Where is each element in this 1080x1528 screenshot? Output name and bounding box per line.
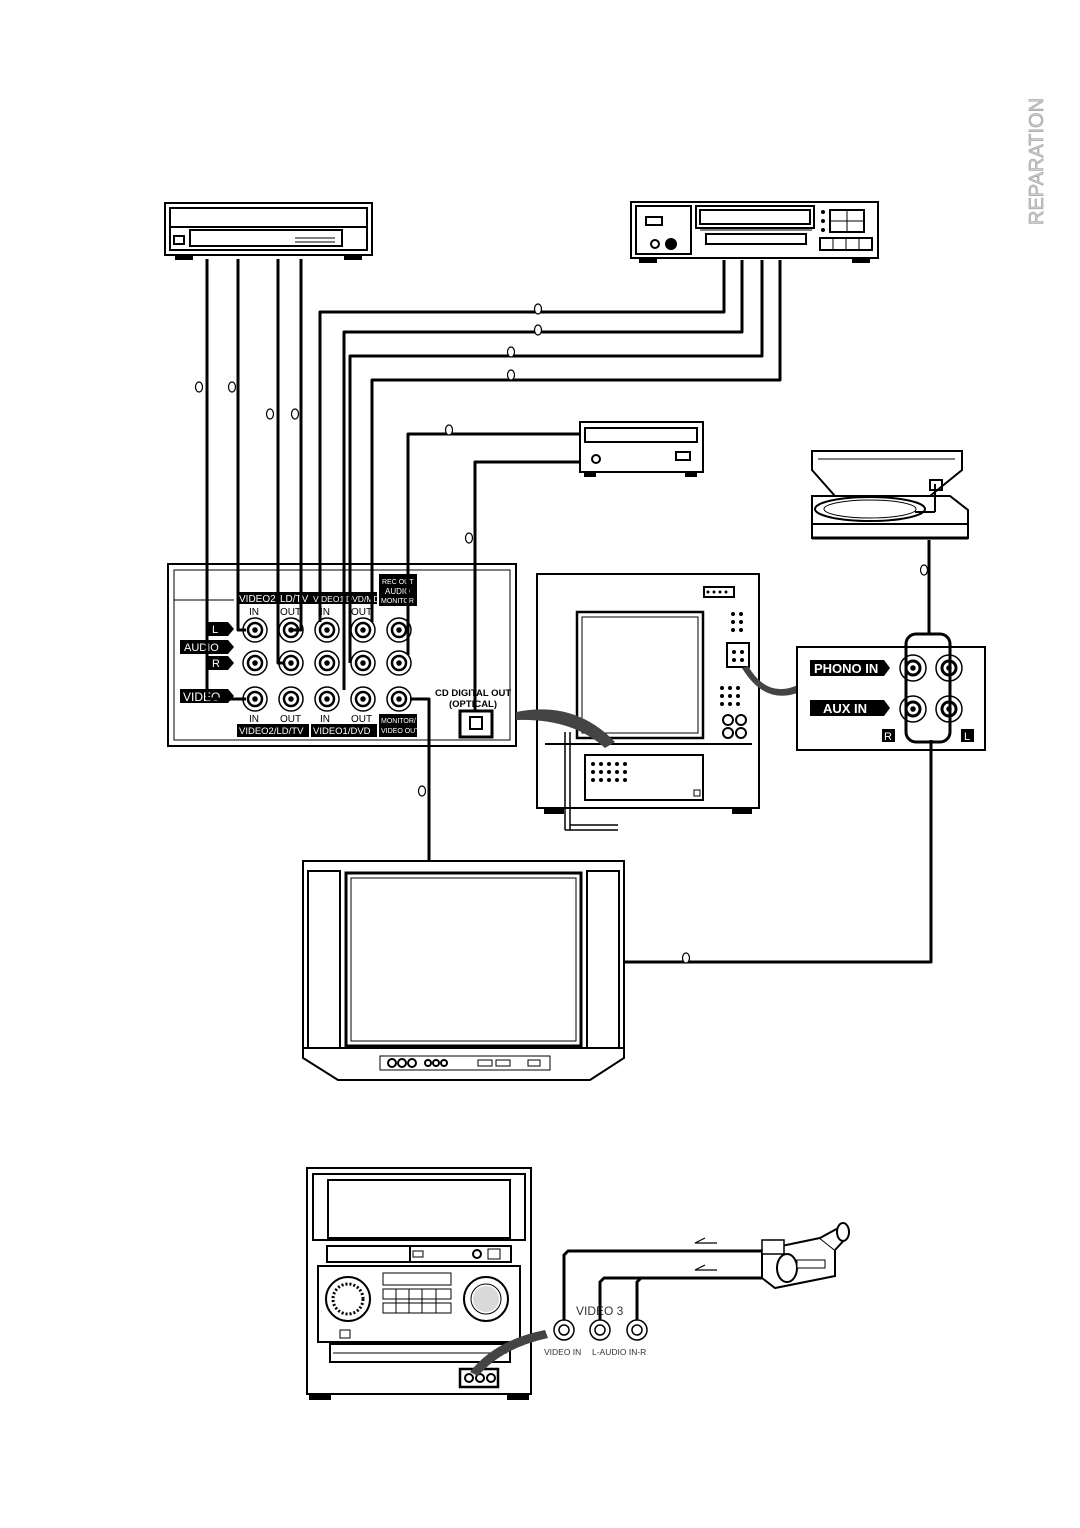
front-jacks — [553, 1319, 648, 1341]
main-unit-rear — [536, 573, 760, 831]
optical-label: (OPTICAL) — [449, 699, 497, 710]
front-unit — [306, 1167, 532, 1400]
audio-label: AUDIO — [184, 642, 219, 654]
monitor-label-1: MONITOR/ — [381, 718, 416, 725]
zoom-wedge-phono — [742, 666, 800, 696]
video2-top-label: VIDEO2 — [239, 594, 276, 605]
cd-digital-out-label: CD DIGITAL OUT — [435, 688, 511, 699]
ldtv-top-label: LD/TV — [280, 594, 309, 605]
vcr-device — [164, 202, 373, 260]
aux-in-label: AUX IN — [823, 701, 867, 716]
out-bottom-label-2: OUT — [351, 714, 372, 725]
aux-l-label: L — [964, 731, 970, 743]
phono-in-label: PHONO IN — [814, 661, 878, 676]
in-bottom-label-2: IN — [320, 714, 330, 725]
in-bottom-label-1: IN — [249, 714, 259, 725]
in-top-label-2: IN — [320, 607, 330, 618]
tv-device — [302, 860, 625, 1081]
cd-player-device — [579, 421, 704, 477]
zoom-wedge-optical — [516, 709, 615, 748]
rec-out-label-1: REC OUT — [382, 579, 414, 586]
out-top-label-1: OUT — [280, 607, 301, 618]
turntable-device — [811, 450, 969, 540]
video-label: VIDEO — [183, 690, 220, 704]
rear-panel — [167, 563, 517, 747]
rec-out-label-3: MONITOR — [381, 598, 414, 605]
video-in-label: VIDEO IN — [544, 1347, 581, 1357]
in-top-label-1: IN — [249, 607, 259, 618]
zoom-wedge-front — [470, 1330, 548, 1376]
audio-r-label: R — [212, 658, 220, 670]
rear-panel-labels: VIDEO2 LD/TV VIDEO1 DVD/MD REC OUT AUDIO… — [183, 579, 511, 737]
audio-l-label: L — [212, 624, 218, 636]
phono-aux-panel: PHONO IN AUX IN R L — [796, 646, 986, 751]
cable-markers — [194, 303, 929, 964]
direction-arrows — [694, 1237, 717, 1271]
side-tab-label: REPARATION — [1026, 98, 1048, 225]
rec-out-label-2: AUDIO — [385, 587, 410, 596]
aux-r-label: R — [884, 731, 892, 743]
dvdmd-top-label: DVD/MD — [346, 594, 380, 604]
monitor-label-2: VIDEO OUT — [381, 728, 420, 735]
video2-bottom-label: VIDEO2/LD/TV — [239, 726, 304, 737]
video1-bottom-label: VIDEO1/DVD — [313, 726, 371, 737]
video1-top-label: VIDEO1 — [313, 594, 344, 604]
deck-device — [630, 201, 879, 263]
out-bottom-label-1: OUT — [280, 714, 301, 725]
out-top-label-2: OUT — [351, 607, 372, 618]
main-unit-rear-dots — [591, 590, 743, 782]
cables — [205, 259, 933, 964]
audio-in-label: L-AUDIO IN-R — [592, 1347, 646, 1357]
camcorder-device — [761, 1222, 850, 1290]
cable-loops — [904, 632, 952, 744]
camcorder-cables — [562, 1249, 762, 1320]
